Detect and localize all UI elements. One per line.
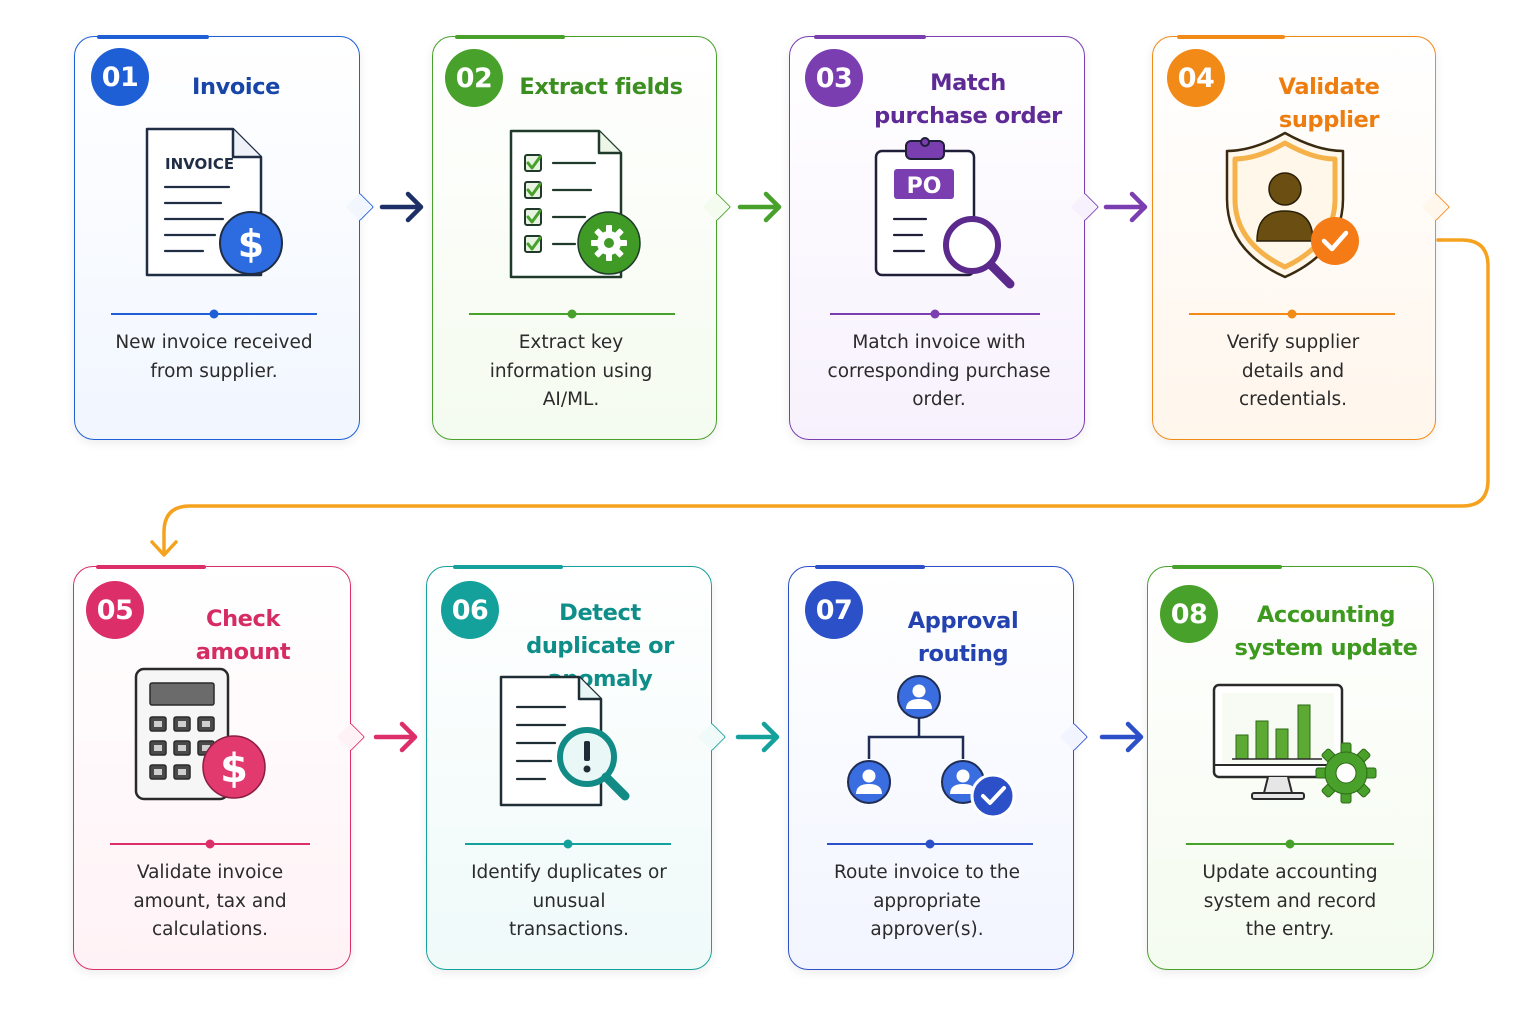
step-title: Detect duplicate or anomaly	[526, 600, 674, 692]
step-number: 08	[1160, 585, 1218, 643]
calculator-dollar-icon: $	[134, 665, 284, 810]
po-clipboard-magnifier-icon: PO	[870, 135, 1030, 300]
checklist-gear-icon	[505, 125, 655, 290]
invoice-dollar-icon: INVOICE $	[141, 123, 291, 288]
arrow-07-08	[1099, 721, 1144, 753]
step-description: New invoice received from supplier.	[115, 332, 313, 382]
step-number: 02	[445, 49, 503, 107]
step-description: Update accounting system and record the …	[1202, 862, 1378, 940]
step-description: Extract key information using AI/ML.	[489, 332, 653, 410]
step-divider	[111, 309, 317, 319]
step-card-06: 06 Detect duplicate or anomaly Identify …	[426, 565, 727, 970]
step-description: Route invoice to the appropriate approve…	[833, 862, 1021, 940]
step-number: 06	[441, 581, 499, 639]
card-notch	[1070, 192, 1100, 222]
card-accent-bar	[96, 565, 206, 569]
step-number: 04	[1167, 49, 1225, 107]
card-accent-bar	[815, 565, 925, 569]
step-description: Identify duplicates or unusual transacti…	[471, 862, 667, 940]
shield-user-check-icon	[1223, 129, 1383, 294]
card-accent-bar	[814, 35, 926, 39]
step-divider	[110, 839, 310, 849]
card-accent-bar	[1177, 35, 1285, 39]
arrow-05-06	[373, 721, 418, 753]
step-divider	[1189, 309, 1395, 319]
step-title: Validate supplier	[1278, 74, 1380, 133]
card-accent-bar	[97, 35, 209, 39]
step-divider	[1186, 839, 1394, 849]
org-chart-approval-icon	[843, 671, 1023, 826]
card-notch	[345, 192, 375, 222]
card-accent-bar	[1172, 565, 1282, 569]
step-title: Check amount	[195, 606, 291, 665]
card-accent-bar	[455, 35, 565, 39]
step-title: Match purchase order	[874, 70, 1062, 129]
arrow-01-02	[379, 191, 424, 223]
step-divider	[827, 839, 1033, 849]
step-description: Validate invoice amount, tax and calcula…	[133, 862, 287, 940]
svg-text:$: $	[238, 222, 264, 266]
step-number: 05	[86, 581, 144, 639]
document-alert-magnifier-icon	[499, 673, 659, 818]
arrow-02-03	[737, 191, 782, 223]
step-card-01: 01 Invoice INVOICE $ New invoice receive…	[74, 35, 375, 440]
step-card-04: 04 Validate supplier Verify supplier det…	[1152, 35, 1451, 440]
step-card-08: 08 Accounting system update	[1147, 565, 1434, 970]
step-card-05: 05 Check amount $ Validate invoice amoun…	[73, 565, 366, 970]
step-description: Match invoice with corresponding purchas…	[827, 332, 1051, 410]
arrow-03-04	[1103, 191, 1148, 223]
step-card-02: 02 Extract fields	[432, 35, 732, 440]
step-card-07: 07 Approval routing	[788, 565, 1089, 970]
approver-left	[847, 760, 891, 804]
card-notch	[697, 722, 727, 752]
step-card-03: 03 Match purchase order PO Match invoice…	[789, 35, 1100, 440]
card-notch	[336, 722, 366, 752]
card-notch	[1059, 722, 1089, 752]
step-title: Invoice	[191, 74, 281, 100]
step-number: 01	[91, 48, 149, 106]
step-description: Verify supplier details and credentials.	[1226, 332, 1360, 410]
po-icon-label: PO	[907, 174, 942, 199]
card-notch	[702, 192, 732, 222]
arrow-06-07	[735, 721, 780, 753]
step-number: 03	[805, 49, 863, 107]
step-title: Accounting system update	[1234, 602, 1418, 661]
step-divider	[465, 839, 671, 849]
svg-text:$: $	[220, 746, 248, 792]
step-divider	[469, 309, 675, 319]
monitor-chart-gear-icon	[1212, 681, 1382, 816]
card-accent-bar	[453, 565, 563, 569]
step-title: Extract fields	[519, 74, 683, 100]
step-title: Approval routing	[907, 608, 1019, 667]
step-divider	[830, 309, 1040, 319]
approver-top	[897, 675, 941, 719]
card-notch	[1421, 192, 1451, 222]
invoice-icon-label: INVOICE	[165, 155, 234, 173]
step-number: 07	[805, 581, 863, 639]
